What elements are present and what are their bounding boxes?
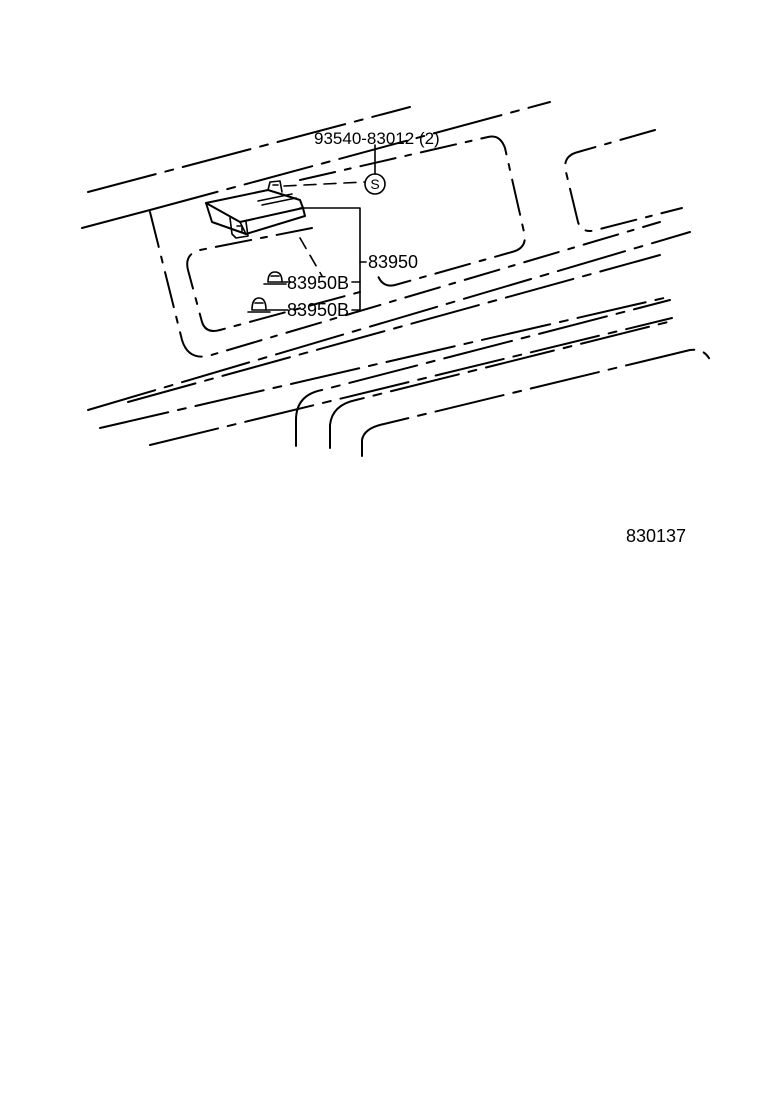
window-frame-top (299, 135, 526, 287)
screw-symbol-label: S (370, 176, 379, 192)
module-rib-2 (261, 197, 297, 206)
callout-screw-part: 93540-83012 (2) (314, 129, 440, 148)
door-curve-1 (295, 299, 671, 447)
window-frame-outer (149, 211, 661, 358)
screw-symbol-circle (364, 173, 386, 195)
module-top-face (205, 189, 304, 223)
door-curve-3 (361, 348, 711, 457)
door-curve-2 (329, 319, 677, 449)
body-line-2 (127, 254, 661, 403)
body-line-3 (99, 297, 665, 429)
leader-clip-dashed (299, 237, 323, 277)
clip-upper (263, 271, 287, 285)
body-line-4 (149, 317, 673, 446)
module-edge (239, 221, 247, 235)
module-bracket-top (267, 180, 283, 193)
callout-clip-lower: 83950B (287, 300, 349, 320)
leader-assembly (299, 207, 361, 311)
leader-lines (265, 144, 376, 311)
leader-screw-dashed (283, 181, 365, 187)
roof-line-inner-2 (149, 101, 551, 211)
module-rib-1 (257, 193, 293, 202)
side-window-right (564, 129, 683, 232)
figure-id: 830137 (626, 526, 686, 546)
clip-upper-head (267, 271, 283, 283)
module-bracket-bottom (229, 217, 249, 239)
body-line-1 (87, 231, 691, 411)
callout-assembly-part: 83950 (368, 252, 418, 272)
relay-module (205, 180, 306, 239)
body-outline (81, 101, 711, 457)
roof-line-inner (81, 209, 151, 229)
callout-clip-upper: 83950B (287, 273, 349, 293)
clip-lower (247, 297, 271, 313)
module-bracket-bottom-hole (236, 225, 243, 232)
roof-line-outer (87, 106, 411, 193)
window-opening (186, 227, 361, 332)
clip-lower-head (251, 297, 267, 311)
